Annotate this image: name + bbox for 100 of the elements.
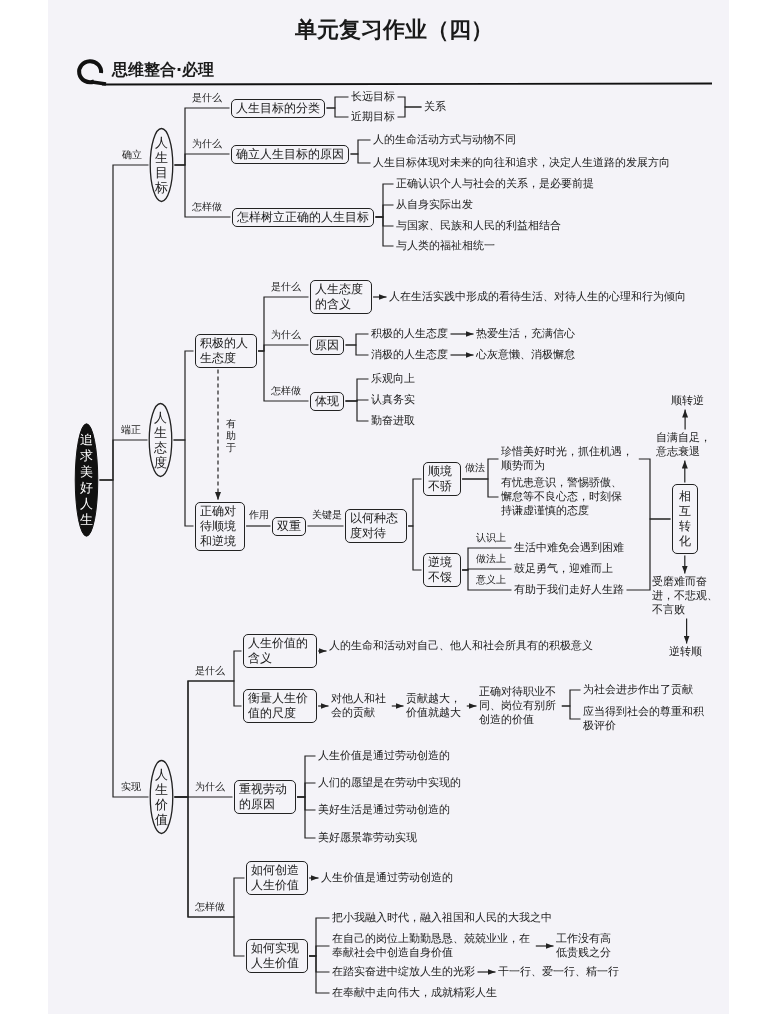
connector-line: [325, 107, 350, 118]
branch-text: 在踏实奋进中绽放人生的光彩: [331, 965, 476, 979]
arrow: [681, 554, 688, 575]
topic-box: 正确对待顺境和逆境: [195, 501, 245, 551]
branch-text: 消极的人生态度: [370, 348, 449, 362]
branch-text: 自满自足，意志衰退: [655, 431, 716, 459]
branch-text: 鼓足勇气，迎难而上: [513, 562, 614, 576]
branch-text: 贡献越大，价值就越大: [405, 692, 466, 720]
connector-line: [306, 525, 345, 527]
branch-text: 近期目标: [350, 110, 396, 124]
page-title: 单元复习作业（四）: [295, 16, 493, 44]
arrow: [476, 969, 497, 975]
branch-text: 乐观向上: [370, 372, 416, 386]
arrow: [308, 875, 320, 881]
topic-box: 体现: [310, 391, 344, 411]
edge-label: 关键是: [311, 509, 343, 521]
connector-line: [396, 106, 423, 118]
branch-text: 干一行、爱一行、精一行: [497, 965, 620, 979]
connector-line: [461, 478, 500, 498]
branch-text: 正确认识个人与社会的关系，是必要前提: [395, 177, 595, 191]
edge-label: 是什么: [191, 92, 223, 104]
topic-box: 相互转化: [672, 484, 698, 554]
connector-line: [257, 350, 310, 402]
connector-line: [561, 705, 582, 720]
edge-label: 意义上: [475, 574, 507, 586]
branch-text: 勤奋进取: [370, 414, 416, 428]
branch-text: 在奉献中走向伟大，成就精彩人生: [331, 986, 498, 1000]
arrow: [391, 703, 405, 709]
topic-box: 积极的人生态度: [195, 334, 257, 368]
arrow: [317, 703, 330, 709]
topic-box: 人生价值的含义: [243, 634, 317, 668]
arrow: [466, 703, 478, 709]
connector-line: [296, 796, 317, 839]
topic-box: 衡量人生价值的尺度: [243, 689, 317, 723]
edge-label: 是什么: [270, 281, 302, 293]
edge-label: 为什么: [194, 781, 226, 793]
edge-label: 做法: [464, 462, 486, 474]
topic-box: 以何种态度对待: [345, 509, 407, 543]
topic-box: 如何实现人生价值: [246, 939, 308, 973]
branch-text: 人的生命和活动对自己、他人和社会所具有的积极意义: [328, 639, 594, 653]
branch-text: 人生价值是通过劳动创造的: [320, 871, 454, 885]
edge-label: 认识上: [475, 532, 507, 544]
branch-text: 美好愿景靠劳动实现: [317, 831, 418, 845]
branch-text: 顺转逆: [670, 394, 705, 408]
edge-label: 有助于: [224, 418, 238, 454]
branch-text: 珍惜美好时光，抓住机遇，顺势而为: [500, 445, 638, 473]
branch-text: 生活中难免会遇到困难: [513, 541, 625, 555]
topic-box: 确立人生目标的原因: [231, 144, 349, 164]
edge-label: 怎样做: [191, 201, 223, 213]
branch-text: 与国家、民族和人民的利益相结合: [395, 219, 562, 233]
topic-box: 人生态度的含义: [310, 280, 372, 314]
branch-text: 在自己的岗位上勤勤恳恳、兢兢业业，在奉献社会中创造自身价值: [331, 932, 535, 960]
edge-label: 怎样做: [270, 385, 302, 397]
connector-line: [308, 955, 331, 994]
branch-text: 心灰意懒、消极懈怠: [475, 348, 576, 362]
branch-text: 受磨难而奋进，不悲观、不言败: [651, 575, 723, 617]
branch-text: 有助于我们走好人生路: [513, 583, 625, 597]
branch-text: 人生目标体现对未来的向往和追求，决定人生道路的发展方向: [372, 156, 671, 170]
arrow: [449, 352, 475, 358]
edge-label: 为什么: [270, 329, 302, 341]
branch-text: 正确对待职业不同、岗位有别所创造的价值: [478, 685, 561, 727]
branch-text: 从自身实际出发: [395, 198, 474, 212]
branch-text: 与人类的福祉相统一: [395, 239, 496, 253]
connector-line: [173, 164, 232, 218]
connector-line: [173, 796, 246, 957]
connector-line: [98, 479, 150, 798]
edge-label: 作用: [248, 509, 270, 521]
connector-line: [344, 400, 370, 422]
branch-text: 把小我融入时代，融入祖国和人民的大我之中: [331, 911, 553, 925]
topic-box: 人生目标的分类: [231, 98, 325, 118]
arrow: [682, 408, 689, 431]
topic-ellipse: 人生态度: [149, 403, 172, 477]
branch-text: 关系: [423, 100, 447, 114]
branch-text: 对他人和社会的贡献: [330, 692, 391, 720]
topic-box: 如何创造人生价值: [246, 861, 308, 895]
branch-text: 人的生命活动方式与动物不同: [372, 133, 517, 147]
topic-ellipse: 人生价值: [150, 760, 173, 834]
branch-text: 积极的人生态度: [370, 327, 449, 341]
branch-text: 美好生活是通过劳动创造的: [317, 803, 451, 817]
branch-text: 热爱生活，充满信心: [475, 327, 576, 341]
branch-text: 为社会进步作出了贡献: [582, 683, 694, 697]
branch-text: 有忧患意识，警惕骄傲、懈怠等不良心态，时刻保持谦虚谨慎的态度: [500, 476, 627, 518]
branch-text: 应当得到社会的尊重和积极评价: [582, 705, 709, 733]
connector-line: [344, 344, 370, 356]
topic-box: 逆境不馁: [423, 553, 461, 587]
topic-box: 顺境不骄: [423, 462, 461, 496]
arrow: [683, 617, 690, 645]
edge-label: 实现: [120, 781, 142, 793]
edge-label: 是什么: [194, 665, 226, 677]
topic-ellipse: 人生目标: [150, 128, 173, 202]
connector-line: [461, 569, 513, 591]
topic-box: 重视劳动的原因: [234, 780, 296, 814]
connector-line: [407, 525, 423, 571]
branch-text: 长远目标: [350, 90, 396, 104]
section-heading: 思维整合·必理: [112, 60, 215, 80]
edge-label: 确立: [121, 149, 143, 161]
dashed-arrow: [215, 368, 221, 501]
arrow: [372, 294, 388, 300]
arrow: [681, 459, 688, 484]
branch-text: 逆转顺: [668, 645, 703, 659]
